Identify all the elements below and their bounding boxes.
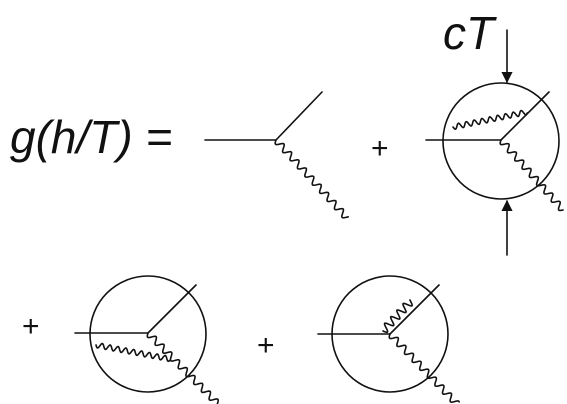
plus-sign-2: + xyxy=(22,310,40,343)
outgoing-line xyxy=(275,91,323,141)
diagram-ct-insertion xyxy=(425,29,564,256)
equation-lhs: g(h/T) = xyxy=(10,111,173,163)
diagram-tree-vertex xyxy=(204,91,350,219)
internal-photon-loop xyxy=(382,299,413,334)
diagram-self-energy xyxy=(317,275,460,403)
photon-line xyxy=(274,139,350,219)
internal-photon xyxy=(95,342,171,363)
internal-photon xyxy=(452,109,528,130)
insertion-label-ct: cT xyxy=(443,7,495,59)
diagram-vertex-correction xyxy=(74,275,219,404)
loop-circle xyxy=(89,275,207,393)
photon-line xyxy=(499,139,564,212)
outgoing-line xyxy=(500,91,550,141)
photon-line xyxy=(388,333,460,403)
plus-sign-3: + xyxy=(257,329,275,362)
photon-line xyxy=(146,332,219,404)
loop-circle xyxy=(442,82,560,200)
plus-sign-1: + xyxy=(371,132,389,165)
outgoing-line xyxy=(147,284,197,334)
outgoing-line xyxy=(389,284,440,335)
